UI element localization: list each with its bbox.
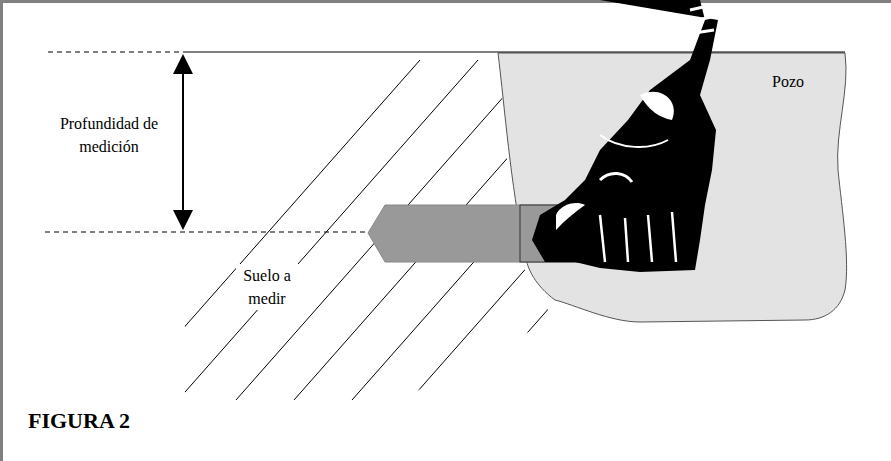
- dashed-guide: [48, 52, 185, 53]
- dimension-label: Profundidad de medición: [46, 112, 172, 158]
- depth-arrow: [182, 56, 184, 228]
- region-label: Suelo a medir: [236, 264, 298, 310]
- dashed-guide: [45, 232, 420, 233]
- figure-caption: FIGURA 2: [28, 408, 130, 434]
- ground-line: [185, 52, 845, 53]
- hand: [532, 0, 718, 272]
- region-label: Pozo: [772, 70, 832, 93]
